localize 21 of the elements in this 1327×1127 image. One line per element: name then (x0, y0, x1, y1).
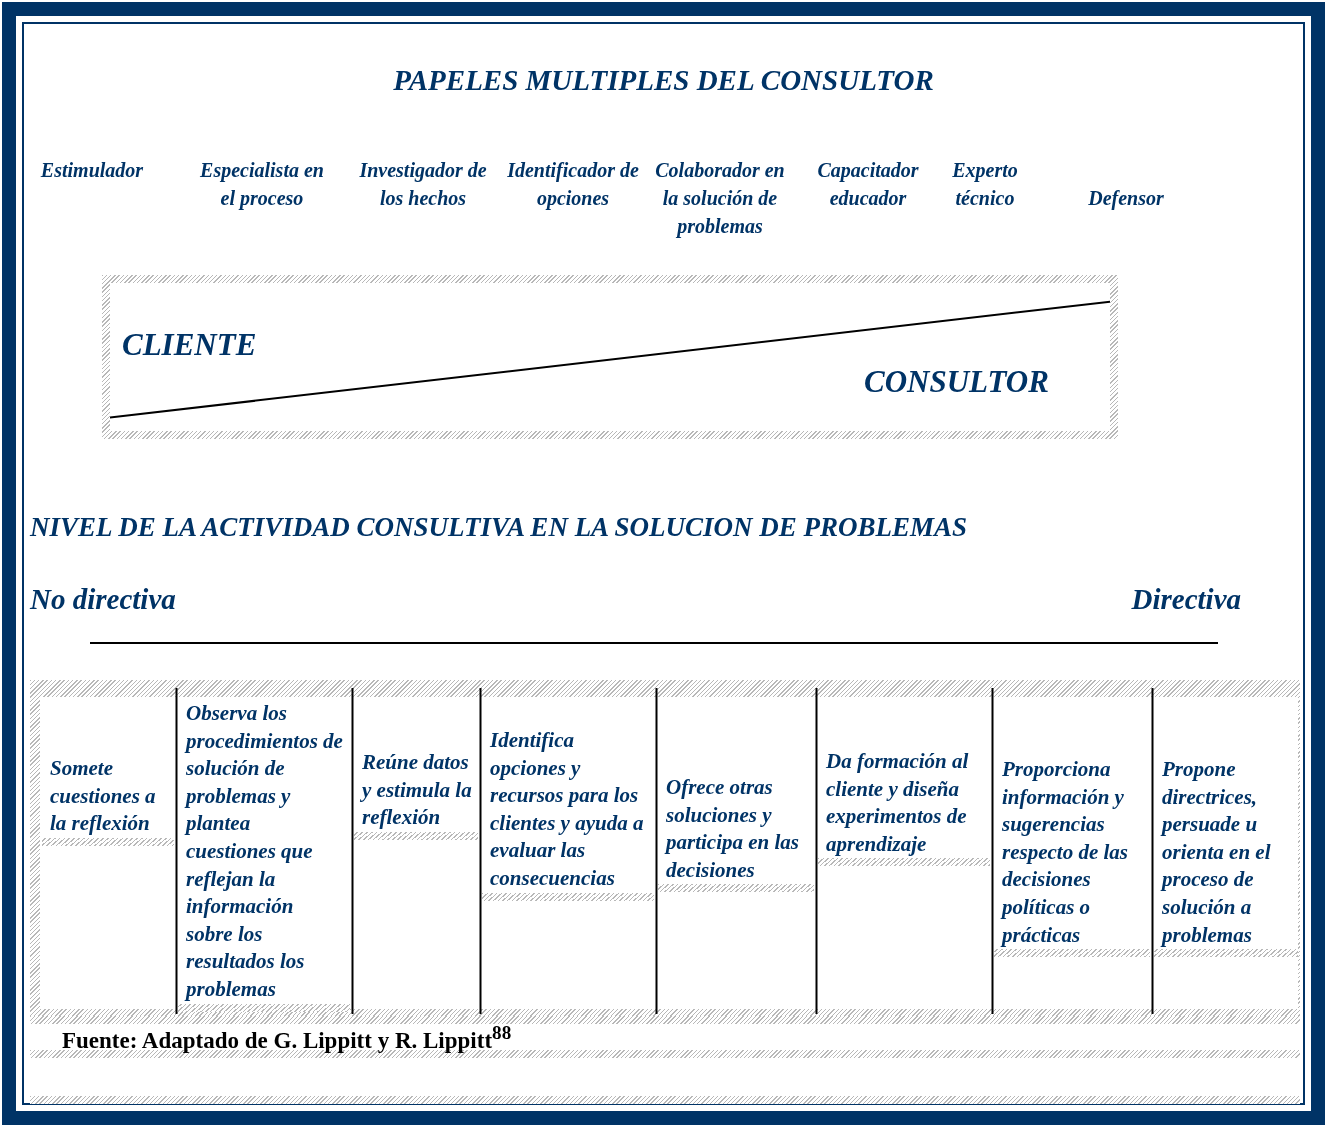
cell-text: Da formación al cliente y diseña experimentos de aprendizaje (826, 749, 969, 856)
scale-end-label: No directiva (30, 583, 176, 616)
cell-text: Reúne datos y estimula la reflexión (362, 750, 472, 830)
cell-text: Proporciona información y sugerencias respecto de las decisiones políticas o prácticas (1002, 757, 1128, 947)
role-label: Especialista en el proceso (199, 158, 325, 212)
role-label: Identificador de opciones (506, 158, 640, 212)
source-caption: Fuente: Adaptado de G. Lippitt y R. Lippitt$^{88}$ (62, 1022, 512, 1054)
scale-end-label: Directiva (1131, 583, 1241, 616)
role-label: Defensor (1087, 186, 1165, 212)
role-label: Estimulador (39, 158, 145, 183)
role-label: Capacitador educador (816, 158, 920, 211)
role-label: Colaborador en la solución de problemas (654, 158, 786, 240)
title: PAPELES MULTIPLES DEL CONSULTOR (392, 64, 935, 97)
cell-text: Ofrece otras soluciones y participa en las decisiones (666, 775, 799, 882)
cell-text: Identifica opciones y recursos para los clientes y ayuda a evaluar las consecuencias (490, 728, 644, 890)
role-label: Experto técnico (951, 158, 1019, 211)
cell-text: Observa los procedimientos de solución de problemas y plantea cuestiones que reflejan la información sobre los resultados los problemas (186, 701, 343, 1001)
cell-text: Somete cuestiones a la reflexión (50, 756, 156, 836)
scale-heading: NIVEL DE LA ACTIVIDAD CONSULTIVA EN LA SOLUCION DE PROBLEMAS (30, 512, 967, 543)
cell-text: Propone directrices, persuade u orienta en el proceso de solución a problemas (1162, 757, 1271, 947)
role-label: Investigador de los hechos (358, 158, 488, 211)
